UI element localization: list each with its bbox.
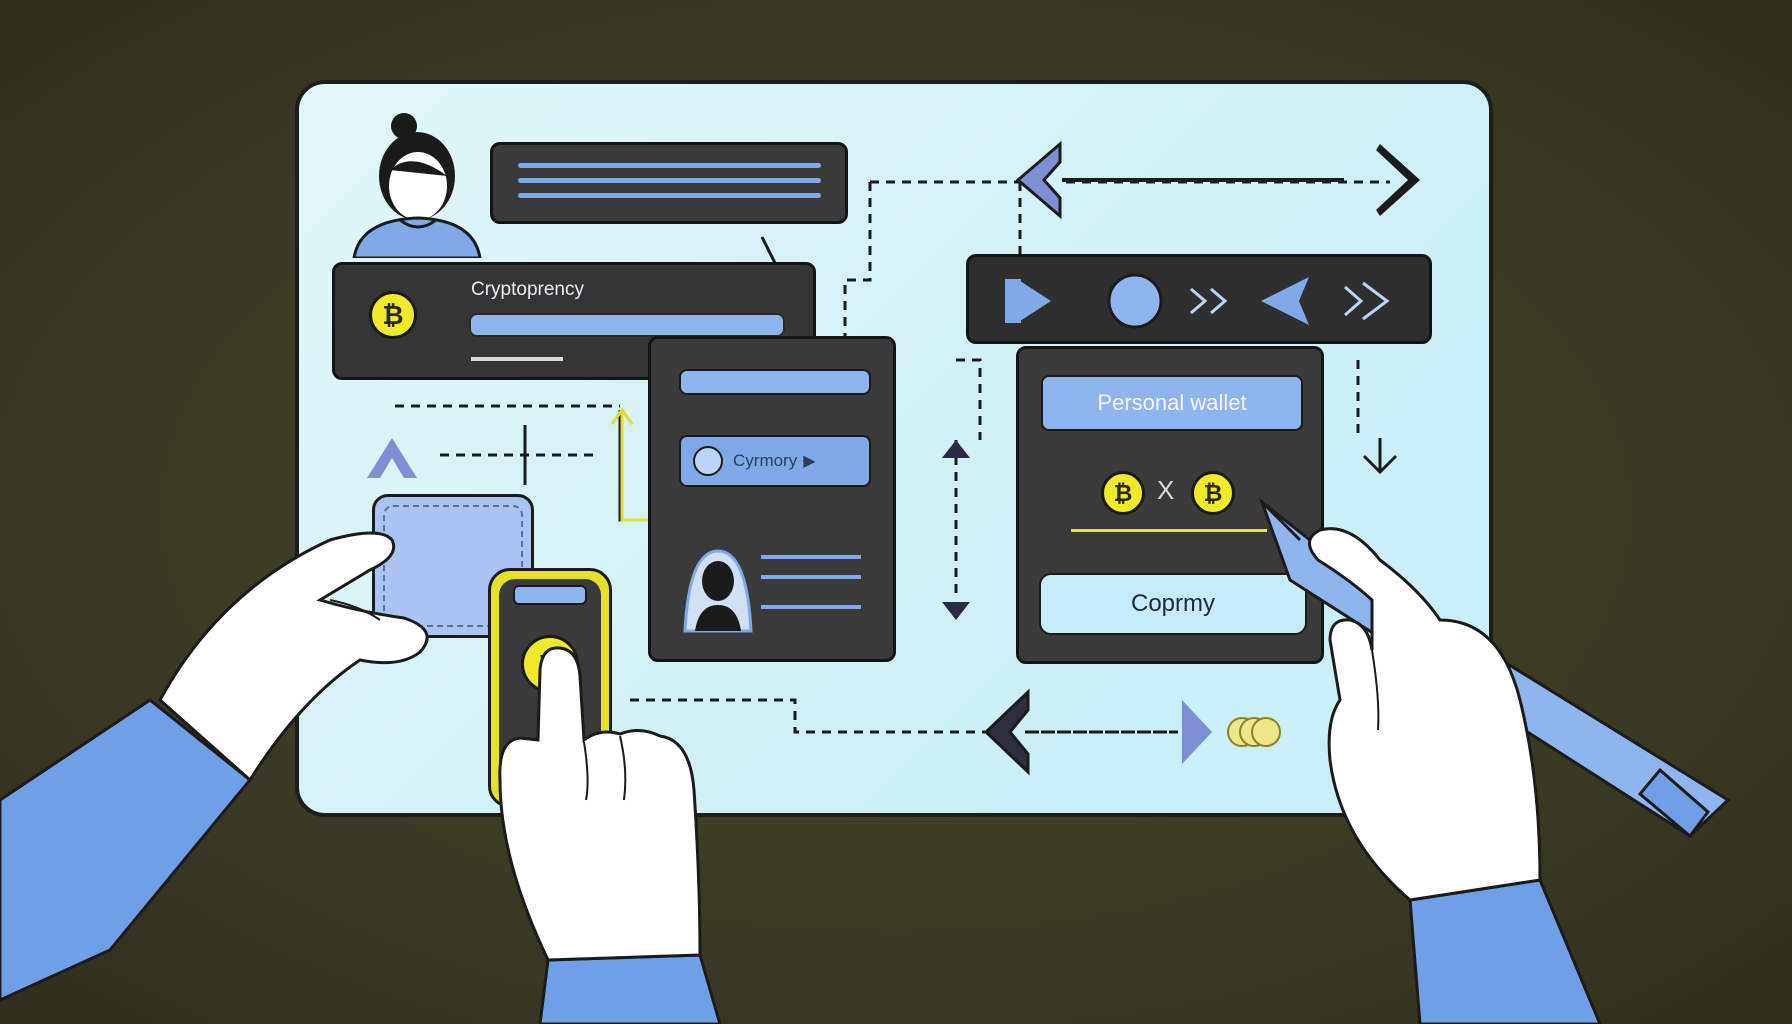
chevron-up-icon[interactable]	[364, 430, 420, 480]
header-line	[518, 178, 821, 183]
bitcoin-coin-icon: ₿	[369, 291, 417, 339]
currency-chip-label: Cyrmory	[733, 451, 798, 470]
header-line	[518, 163, 821, 168]
wallet-title: Personal wallet	[1097, 390, 1247, 415]
currency-chip[interactable]: Cyrmory ▶	[679, 435, 871, 487]
panel-input-bar[interactable]	[679, 369, 871, 395]
double-chevron-icon[interactable]	[1187, 285, 1231, 317]
wallet-card-stitching	[383, 505, 523, 627]
bottom-arrow-row	[983, 688, 1281, 776]
header-bar	[490, 142, 848, 224]
person-avatar-icon	[352, 113, 482, 258]
double-chevron-icon[interactable]	[1341, 279, 1401, 323]
play-back-icon[interactable]	[1003, 277, 1053, 325]
card-amount-bar[interactable]	[469, 313, 785, 337]
circle-icon[interactable]	[1105, 273, 1165, 329]
card-title: Cryptoprency	[471, 279, 584, 300]
wallet-divider	[1071, 529, 1267, 532]
wallet-title-chip: Personal wallet	[1041, 375, 1303, 431]
user-avatar	[352, 108, 482, 258]
back-arrow-icon[interactable]	[1255, 273, 1315, 329]
chevron-right-icon: ▶	[803, 453, 816, 470]
header-line	[518, 193, 821, 198]
personal-wallet-panel: Personal wallet ₿ X ₿ Coprmy	[1016, 346, 1324, 664]
profile-line	[761, 555, 861, 559]
profile-line	[761, 605, 861, 609]
swap-symbol: X	[1157, 475, 1175, 505]
transfer-panel: Cyrmory ▶	[648, 336, 896, 662]
bitcoin-coin-icon: ₿	[1191, 471, 1235, 515]
vertical-arrows	[942, 440, 970, 620]
wallet-action-button[interactable]: Coprmy	[1039, 573, 1307, 635]
icon-toolbar	[966, 254, 1432, 344]
person-avatar-icon	[683, 549, 753, 633]
arrow-down-icon	[1362, 438, 1398, 475]
wallet-action-label: Coprmy	[1130, 590, 1215, 617]
bitcoin-coin-icon: ₿	[1101, 471, 1145, 515]
currency-chip-icon	[693, 446, 723, 476]
card-underline	[471, 357, 563, 361]
phone-notch-bar	[513, 585, 587, 605]
profile-line	[761, 575, 861, 579]
top-arrow-row	[1015, 140, 1420, 220]
crypto-card[interactable]: ₿ Cryptoprency	[332, 262, 816, 380]
